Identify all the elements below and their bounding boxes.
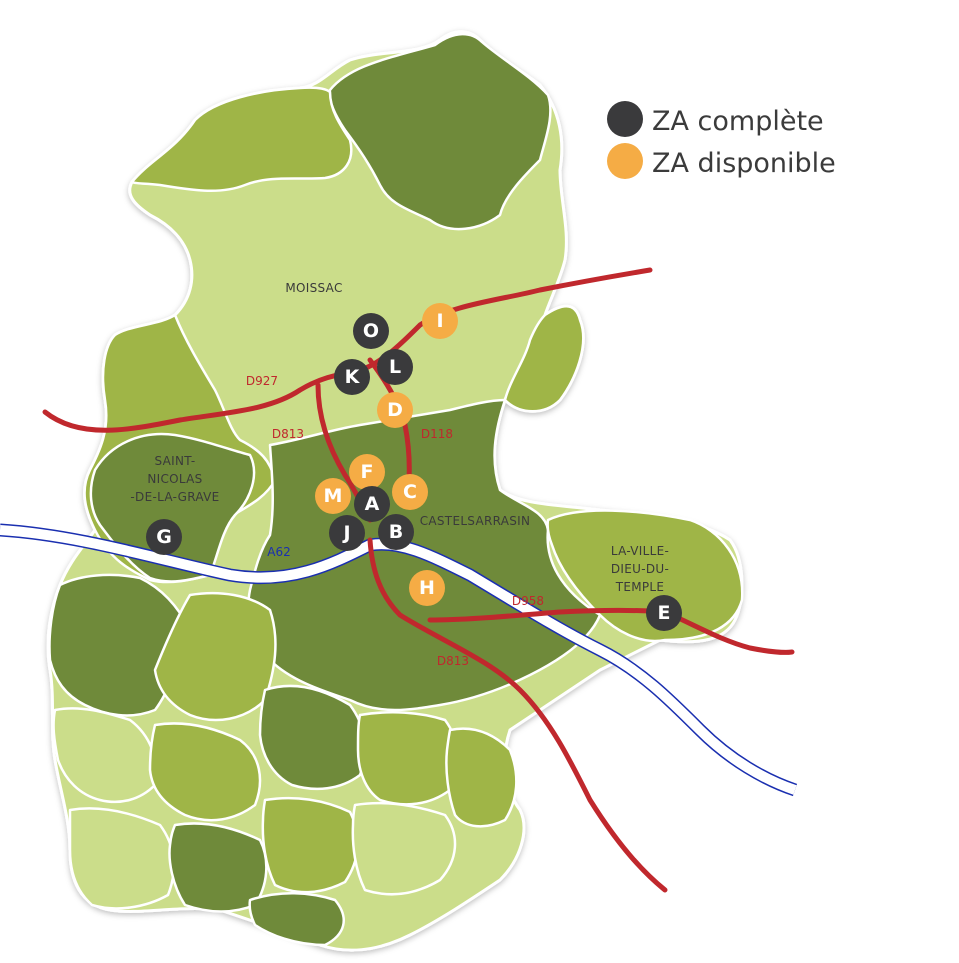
- commune-south-6: [248, 892, 345, 947]
- svg-text:L: L: [389, 356, 401, 378]
- legend-dot-available-icon: [607, 143, 643, 179]
- road-d813-south: [367, 537, 668, 893]
- svg-text:B: B: [389, 521, 403, 543]
- zone-marker-l[interactable]: L: [377, 349, 413, 385]
- label-road-a62: A62: [267, 545, 290, 559]
- zone-marker-k[interactable]: K: [334, 359, 370, 395]
- svg-text:E: E: [658, 602, 671, 624]
- communes: [48, 32, 744, 947]
- zone-marker-a[interactable]: A: [354, 486, 390, 522]
- a62-highway: [0, 523, 798, 797]
- commune-south-4: [351, 801, 457, 896]
- labels: MOISSAC CASTELSARRASIN SAINT- NICOLAS -D…: [130, 281, 669, 668]
- label-saint-nicolas-3: -DE-LA-GRAVE: [130, 490, 219, 504]
- zone-marker-c[interactable]: C: [392, 474, 428, 510]
- commune-south-west-1: [48, 573, 192, 717]
- zone-marker-e[interactable]: E: [646, 595, 682, 631]
- commune-south-2: [168, 822, 268, 913]
- svg-text:A: A: [365, 493, 380, 515]
- commune-south-center-3: [356, 711, 460, 806]
- commune-south-center-2: [258, 684, 367, 791]
- label-road-d958: D958: [512, 594, 544, 608]
- label-saint-nicolas-2: NICOLAS: [147, 472, 202, 486]
- label-road-d813-south: D813: [437, 654, 469, 668]
- label-la-ville-dieu-3: TEMPLE: [615, 580, 665, 594]
- commune-north-west: [130, 86, 353, 193]
- svg-text:J: J: [341, 522, 350, 544]
- svg-text:K: K: [345, 366, 361, 388]
- zone-marker-d[interactable]: D: [377, 392, 413, 428]
- commune-south-5: [445, 727, 518, 828]
- zone-marker-g[interactable]: G: [146, 519, 182, 555]
- zone-marker-b[interactable]: B: [378, 514, 414, 550]
- legend-item-available: ZA disponible: [607, 143, 836, 179]
- label-road-d927: D927: [246, 374, 278, 388]
- zone-marker-i[interactable]: I: [422, 303, 458, 339]
- commune-east-arm: [503, 305, 585, 413]
- commune-south-3: [261, 796, 360, 894]
- svg-text:F: F: [361, 461, 374, 483]
- commune-north-east: [328, 32, 552, 231]
- legend-dot-complete-icon: [607, 101, 643, 137]
- label-moissac: MOISSAC: [285, 281, 342, 295]
- svg-text:O: O: [363, 320, 379, 342]
- zone-marker-f[interactable]: F: [349, 454, 385, 490]
- legend: ZA complète ZA disponible: [607, 101, 836, 179]
- svg-text:M: M: [324, 485, 343, 507]
- svg-text:G: G: [156, 526, 172, 548]
- commune-saint-nicolas-center: [89, 432, 256, 583]
- zone-marker-j[interactable]: J: [329, 515, 365, 551]
- label-la-ville-dieu-1: LA-VILLE-: [611, 544, 669, 558]
- legend-label-complete: ZA complète: [652, 106, 824, 137]
- label-saint-nicolas-1: SAINT-: [155, 454, 196, 468]
- zone-marker-o[interactable]: O: [353, 313, 389, 349]
- svg-text:H: H: [419, 577, 435, 599]
- legend-item-complete: ZA complète: [607, 101, 824, 137]
- zone-marker-m[interactable]: M: [315, 478, 351, 514]
- label-road-d813-north: D813: [272, 427, 304, 441]
- label-la-ville-dieu-2: DIEU-DU-: [611, 562, 669, 576]
- legend-label-available: ZA disponible: [652, 148, 836, 179]
- commune-south-center-1: [148, 722, 262, 822]
- label-road-d118: D118: [421, 427, 453, 441]
- svg-text:C: C: [403, 481, 417, 503]
- commune-south-1: [68, 807, 175, 910]
- zone-markers: O I L K D F M C: [146, 303, 682, 631]
- svg-text:D: D: [387, 399, 403, 421]
- label-castelsarrasin: CASTELSARRASIN: [420, 514, 531, 528]
- commune-south-west-3: [52, 707, 158, 804]
- commune-south-west-2: [153, 591, 277, 722]
- zone-marker-h[interactable]: H: [409, 570, 445, 606]
- svg-text:I: I: [436, 310, 443, 332]
